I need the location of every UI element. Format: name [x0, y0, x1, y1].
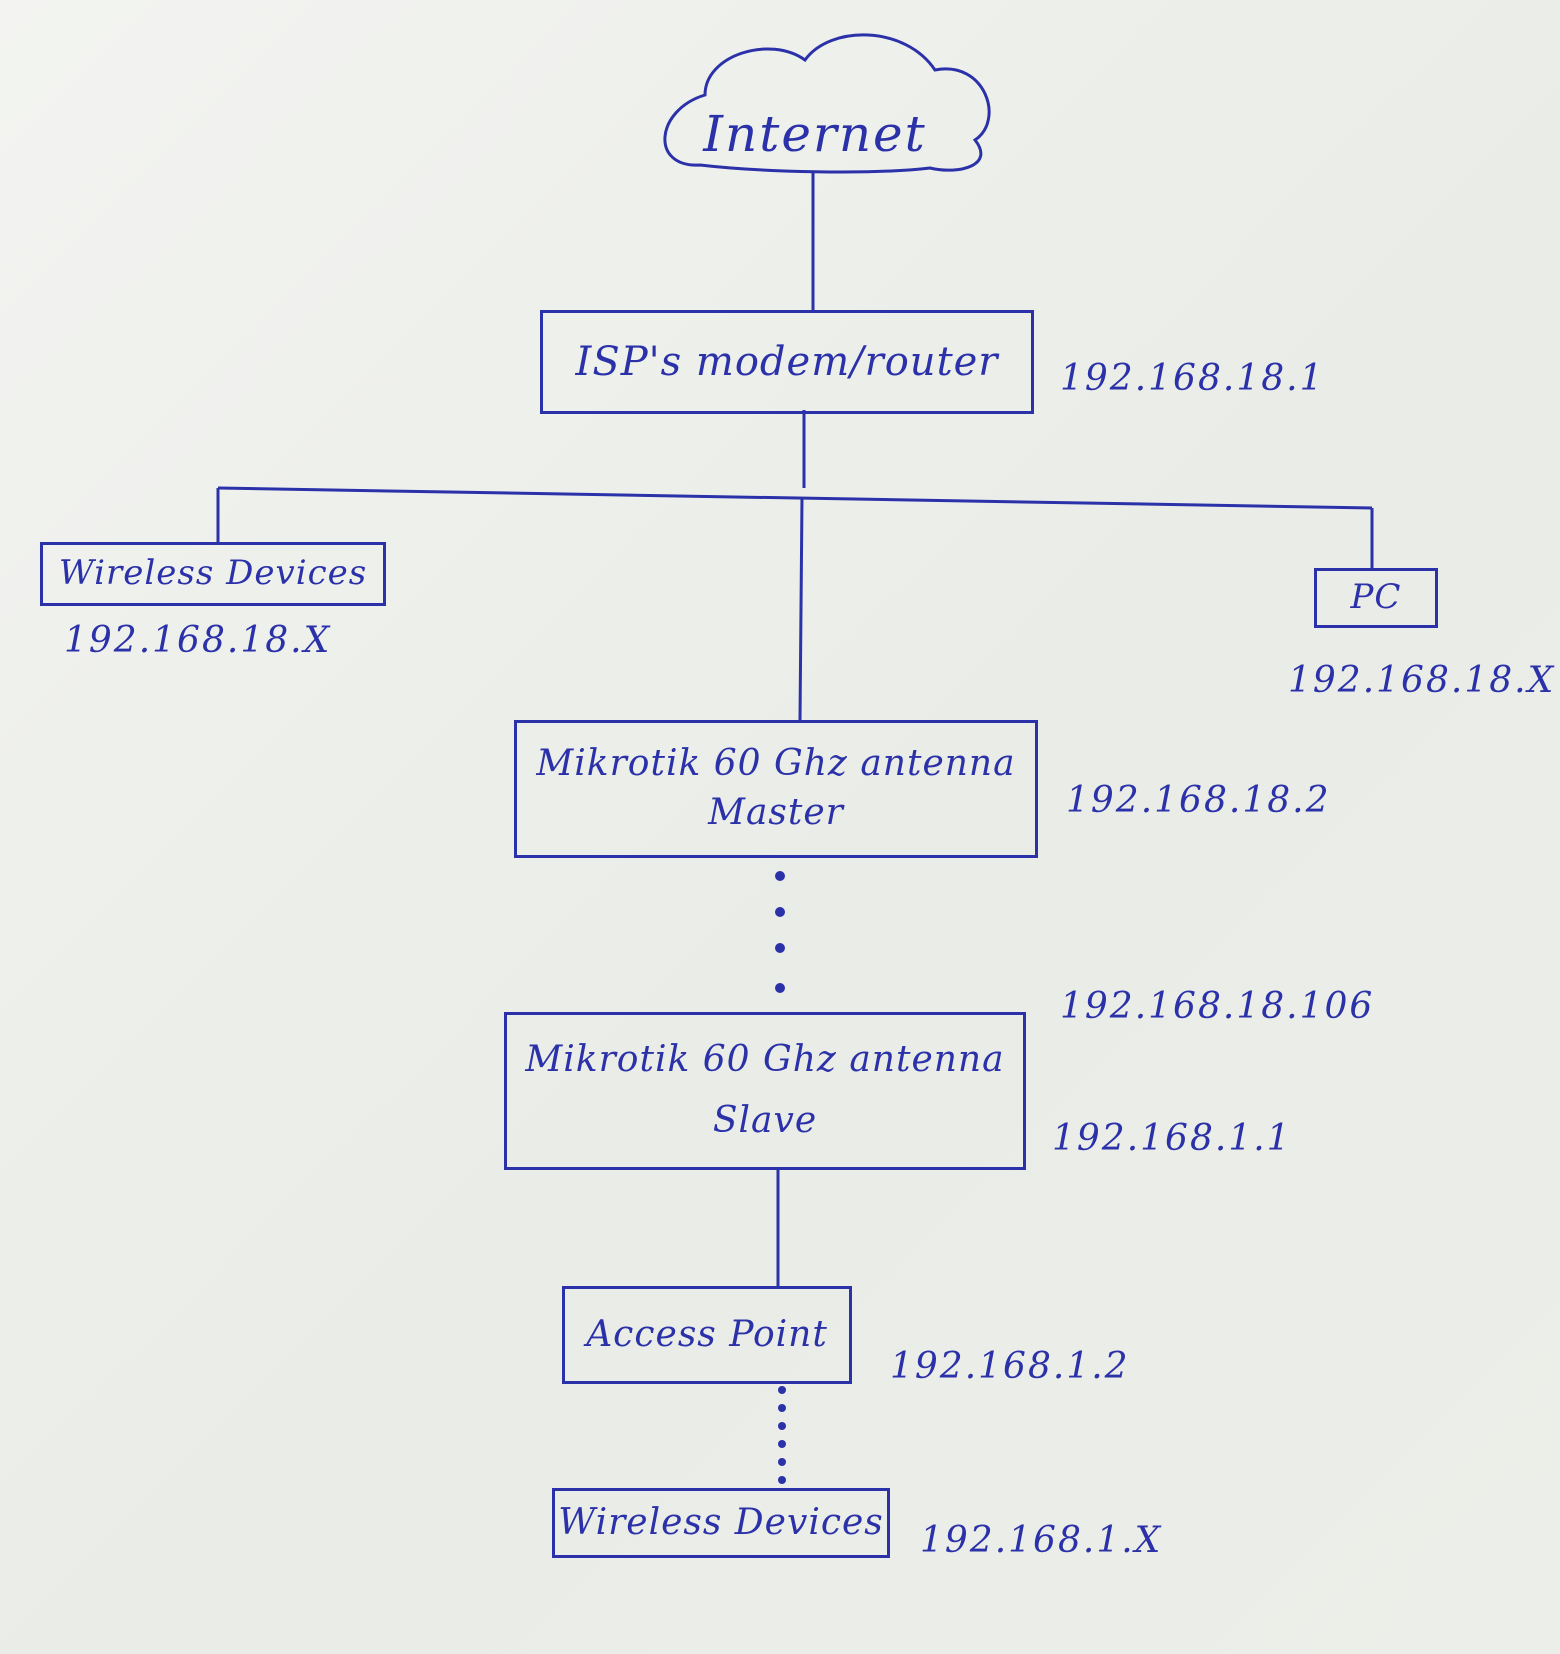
isp-router-label: ISP's modem/router	[575, 339, 999, 385]
isp-router-box: ISP's modem/router	[540, 310, 1034, 414]
bus-line	[217, 486, 1373, 510]
wireless-devices-bottom-ip: 192.168.1.X	[920, 1520, 1163, 1561]
wireless-devices-left-label: Wireless Devices	[58, 553, 368, 594]
link-bus-master	[798, 497, 804, 721]
internet-label: Internet	[703, 105, 927, 163]
mikrotik-slave-line2: Slave	[712, 1100, 818, 1141]
wireless-devices-left-box: Wireless Devices	[40, 542, 386, 606]
internet-cloud	[663, 33, 991, 174]
mikrotik-slave-ip-bottom: 192.168.1.1	[1052, 1118, 1292, 1159]
wireless-link-master-slave	[775, 871, 785, 993]
mikrotik-slave-box: Mikrotik 60 Ghz antenna Slave	[504, 1012, 1026, 1170]
wireless-devices-bottom-box: Wireless Devices	[552, 1488, 890, 1558]
access-point-box: Access Point	[562, 1286, 852, 1384]
pc-box: PC	[1314, 568, 1438, 628]
mikrotik-master-box: Mikrotik 60 Ghz antenna Master	[514, 720, 1038, 858]
mikrotik-master-line1: Mikrotik 60 Ghz antenna	[536, 743, 1016, 785]
wireless-link-ap-devices	[778, 1386, 786, 1484]
pc-ip: 192.168.18.X	[1288, 660, 1556, 701]
wireless-devices-bottom-label: Wireless Devices	[558, 1501, 884, 1543]
wireless-devices-left-ip: 192.168.18.X	[64, 620, 332, 661]
access-point-ip: 192.168.1.2	[890, 1346, 1130, 1387]
mikrotik-slave-line1: Mikrotik 60 Ghz antenna	[525, 1039, 1005, 1081]
access-point-label: Access Point	[586, 1313, 828, 1355]
mikrotik-master-ip: 192.168.18.2	[1066, 780, 1331, 821]
mikrotik-master-line2: Master	[708, 792, 844, 833]
mikrotik-slave-ip-top: 192.168.18.106	[1060, 986, 1375, 1027]
pc-label: PC	[1350, 577, 1402, 618]
isp-router-ip: 192.168.18.1	[1060, 358, 1325, 399]
